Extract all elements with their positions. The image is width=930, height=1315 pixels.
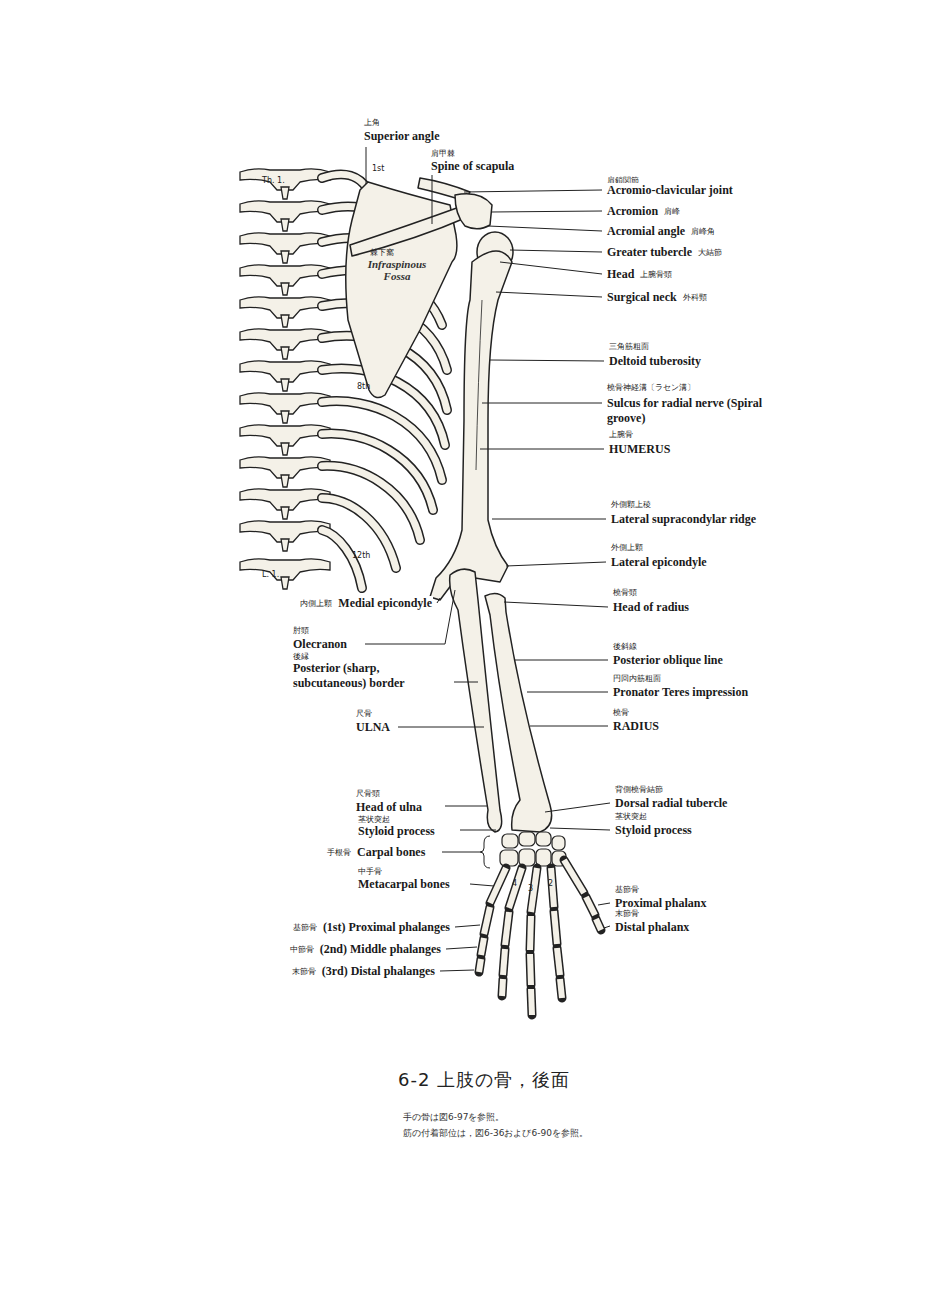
part-label: Metacarpal bones — [357, 877, 451, 892]
part-label: Deltoid tuberosity — [608, 354, 702, 369]
part-label: ULNA — [355, 720, 391, 735]
part-label: Surgical neck — [606, 290, 678, 305]
japanese-label: 上腕骨頭 — [639, 269, 673, 280]
part-label: Spine of scapula — [430, 159, 515, 174]
part-label: Acromion — [606, 204, 659, 219]
japanese-label: 中手骨 — [357, 866, 383, 877]
part-label: HUMERUS — [608, 442, 671, 457]
marker-label: Th. 1. — [262, 176, 285, 185]
japanese-label: 尺骨頭 — [355, 788, 381, 799]
japanese-label: 三角筋粗面 — [608, 341, 650, 352]
japanese-label: 末節骨 — [614, 908, 640, 919]
part-label: (1st) Proximal phalanges — [322, 920, 451, 935]
ulna — [450, 569, 502, 832]
marker-label: 12th — [352, 551, 370, 560]
part-label: Posterior oblique line — [612, 653, 724, 668]
part-label: (3rd) Distal phalanges — [321, 964, 436, 979]
note: 筋の付着部位は，図6-36および6-90を参照。 — [403, 1127, 588, 1140]
part-label: Styloid process — [614, 823, 693, 838]
part-label: Sulcus for radial nerve (Spiral groove) — [606, 396, 783, 426]
humerus — [430, 232, 513, 600]
figure-caption: 6-2 上肢の骨，後面 — [398, 1068, 570, 1092]
japanese-label: 背側橈骨結節 — [614, 784, 664, 795]
note: 手の骨は図6-97を参照。 — [403, 1111, 504, 1124]
marker-label: 8th — [357, 382, 370, 391]
part-label: Pronator Teres impression — [612, 685, 749, 700]
japanese-label: 橈骨 — [612, 707, 630, 718]
japanese-label: 上角 — [363, 117, 381, 128]
marker-label: 2 — [548, 879, 553, 888]
marker-label: 4 — [512, 879, 517, 888]
japanese-label: 肩峰角 — [690, 226, 716, 237]
part-label: Distal phalanx — [614, 920, 690, 935]
scapular-spine — [350, 205, 470, 256]
region-label: Infraspinous Fossa — [356, 258, 438, 282]
part-label: Lateral supracondylar ridge — [610, 512, 757, 527]
part-label: Medial epicondyle — [337, 596, 433, 611]
japanese-label: 肘頭 — [292, 625, 310, 636]
part-label: Head of ulna — [355, 800, 423, 815]
marker-label: 1st — [372, 164, 384, 173]
japanese-label: 大結節 — [697, 247, 723, 258]
marker-label: L. 1. — [262, 570, 279, 579]
japanese-label: 橈骨頭 — [612, 587, 638, 598]
acromion — [455, 194, 492, 229]
japanese-label: 基節骨 — [292, 922, 318, 933]
japanese-label: 外科頸 — [682, 292, 708, 303]
part-label: Dorsal radial tubercle — [614, 796, 728, 811]
japanese-label: 手根骨 — [326, 847, 352, 858]
japanese-label: 上腕骨 — [608, 429, 634, 440]
part-label: Olecranon — [292, 637, 348, 652]
part-label: Acromial angle — [606, 224, 686, 239]
japanese-label: 中節骨 — [289, 944, 315, 955]
japanese-label: 後斜線 — [612, 641, 638, 652]
japanese-label: 基節骨 — [614, 884, 640, 895]
japanese-label: 円回内筋粗面 — [612, 673, 662, 684]
bracket — [480, 836, 490, 868]
part-label: RADIUS — [612, 719, 660, 734]
japanese-label: 外側顆上稜 — [610, 499, 652, 510]
japanese-label: 肩甲棘 — [430, 148, 456, 159]
part-label: Lateral epicondyle — [610, 555, 708, 570]
part-label: Head — [606, 267, 635, 282]
marker-label: 3 — [528, 884, 533, 893]
japanese-label: 尺骨 — [355, 708, 373, 719]
japanese-label: 肩峰 — [663, 206, 681, 217]
part-label: Carpal bones — [356, 845, 426, 860]
part-label: (2nd) Middle phalanges — [319, 942, 442, 957]
part-label: Acromio-clavicular joint — [606, 183, 734, 198]
japanese-label: 茎状突起 — [614, 811, 648, 822]
part-label: Posterior (sharp, subcutaneous) border — [292, 661, 454, 691]
hand-bones — [479, 860, 601, 1015]
part-label: Superior angle — [363, 129, 440, 144]
vertebral-column — [240, 169, 330, 589]
japanese-label: 末節骨 — [291, 966, 317, 977]
part-label: Head of radius — [612, 600, 690, 615]
carpal-bones — [500, 832, 566, 866]
japanese-label: 外側上顆 — [610, 542, 644, 553]
marker-label: 棘下窩 — [370, 247, 394, 258]
part-label: Greater tubercle — [606, 245, 693, 260]
japanese-label: 内側上顆 — [299, 598, 333, 609]
forearm-bones — [450, 569, 552, 832]
japanese-label: 橈骨神経溝〔ラセン溝〕 — [606, 382, 696, 393]
part-label: Styloid process — [357, 824, 436, 839]
